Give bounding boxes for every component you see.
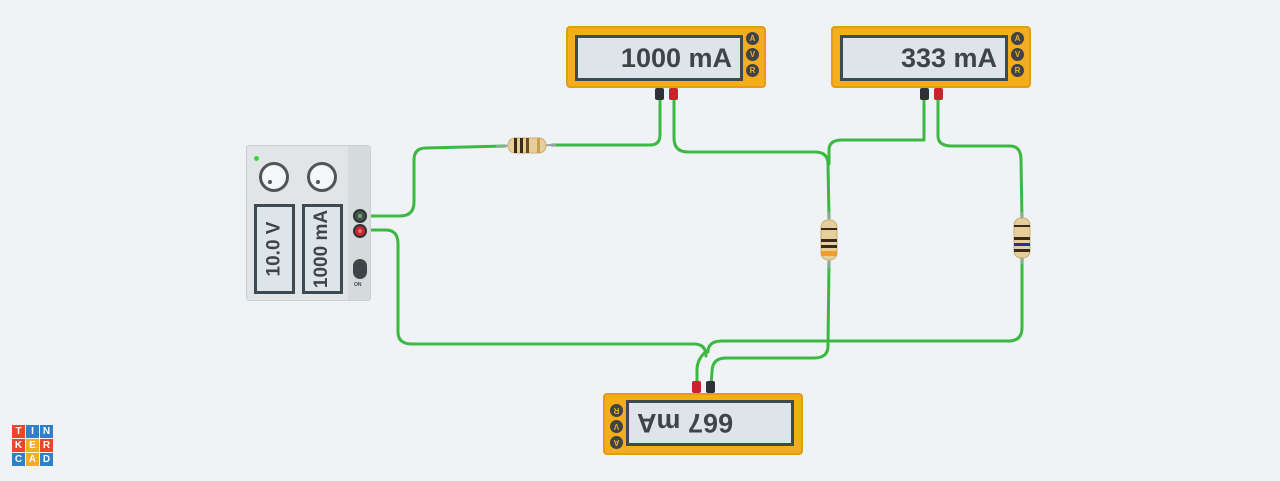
- wire-meter2-to-r3: [936, 95, 1024, 222]
- multimeter-3-modes: A V R: [610, 404, 623, 449]
- mode-ohmmeter-button[interactable]: R: [746, 64, 759, 77]
- wire-bottom-red: [695, 348, 710, 387]
- mode-ammeter-button[interactable]: A: [1011, 32, 1024, 45]
- current-knob[interactable]: [307, 162, 337, 192]
- multimeter-1[interactable]: 1000 mA A V R: [566, 26, 766, 88]
- voltage-display: 10.0 V: [254, 204, 295, 294]
- wire-meter1-to-node: [672, 95, 831, 220]
- wire-r3-to-bottom: [706, 256, 1024, 354]
- logo-letter: D: [40, 453, 53, 466]
- mode-ammeter-button[interactable]: A: [610, 436, 623, 449]
- multimeter-3-display: 667 mA: [626, 400, 794, 446]
- multimeter-1-modes: A V R: [746, 32, 759, 77]
- resistor-r1: [495, 137, 557, 154]
- wire-supply-negative: [364, 228, 708, 358]
- negative-terminal[interactable]: [353, 224, 367, 238]
- power-led-icon: [254, 156, 259, 161]
- wire-resistor-to-meter1: [550, 95, 662, 147]
- mode-ohmmeter-button[interactable]: R: [610, 404, 623, 417]
- logo-letter: R: [40, 439, 53, 452]
- multimeter-2[interactable]: 333 mA A V R: [831, 26, 1031, 88]
- meter1-probes: [655, 88, 678, 100]
- resistor-r2: [820, 212, 838, 268]
- logo-letter: T: [12, 425, 25, 438]
- meter3-probes: [692, 381, 715, 393]
- wire-r2-to-bottom: [709, 260, 831, 387]
- multimeter-2-display: 333 mA: [840, 35, 1008, 81]
- mode-ammeter-button[interactable]: A: [746, 32, 759, 45]
- power-supply[interactable]: 10.0 V 1000 mA ON: [246, 145, 371, 301]
- logo-letter: A: [26, 453, 39, 466]
- wire-supply-positive: [364, 144, 507, 218]
- multimeter-1-display: 1000 mA: [575, 35, 743, 81]
- mode-voltmeter-button[interactable]: V: [610, 420, 623, 433]
- meter2-probes: [920, 88, 943, 100]
- multimeter-3[interactable]: 667 mA A V R: [603, 393, 803, 455]
- logo-letter: K: [12, 439, 25, 452]
- tinkercad-logo[interactable]: T I N K E R C A D: [12, 425, 53, 466]
- voltage-display-value: 10.0 V: [263, 221, 285, 277]
- wire-node-to-meter2: [827, 95, 926, 166]
- current-display: 1000 mA: [302, 204, 343, 294]
- logo-letter: C: [12, 453, 25, 466]
- power-switch[interactable]: [353, 259, 367, 279]
- mode-voltmeter-button[interactable]: V: [746, 48, 759, 61]
- voltage-knob[interactable]: [259, 162, 289, 192]
- resistor-r3: [1013, 212, 1031, 264]
- current-display-value: 1000 mA: [311, 209, 333, 289]
- logo-letter: E: [26, 439, 39, 452]
- logo-letter: N: [40, 425, 53, 438]
- multimeter-2-modes: A V R: [1011, 32, 1024, 77]
- positive-terminal[interactable]: [353, 209, 367, 223]
- power-switch-label: ON: [354, 282, 362, 288]
- mode-ohmmeter-button[interactable]: R: [1011, 64, 1024, 77]
- logo-letter: I: [26, 425, 39, 438]
- mode-voltmeter-button[interactable]: V: [1011, 48, 1024, 61]
